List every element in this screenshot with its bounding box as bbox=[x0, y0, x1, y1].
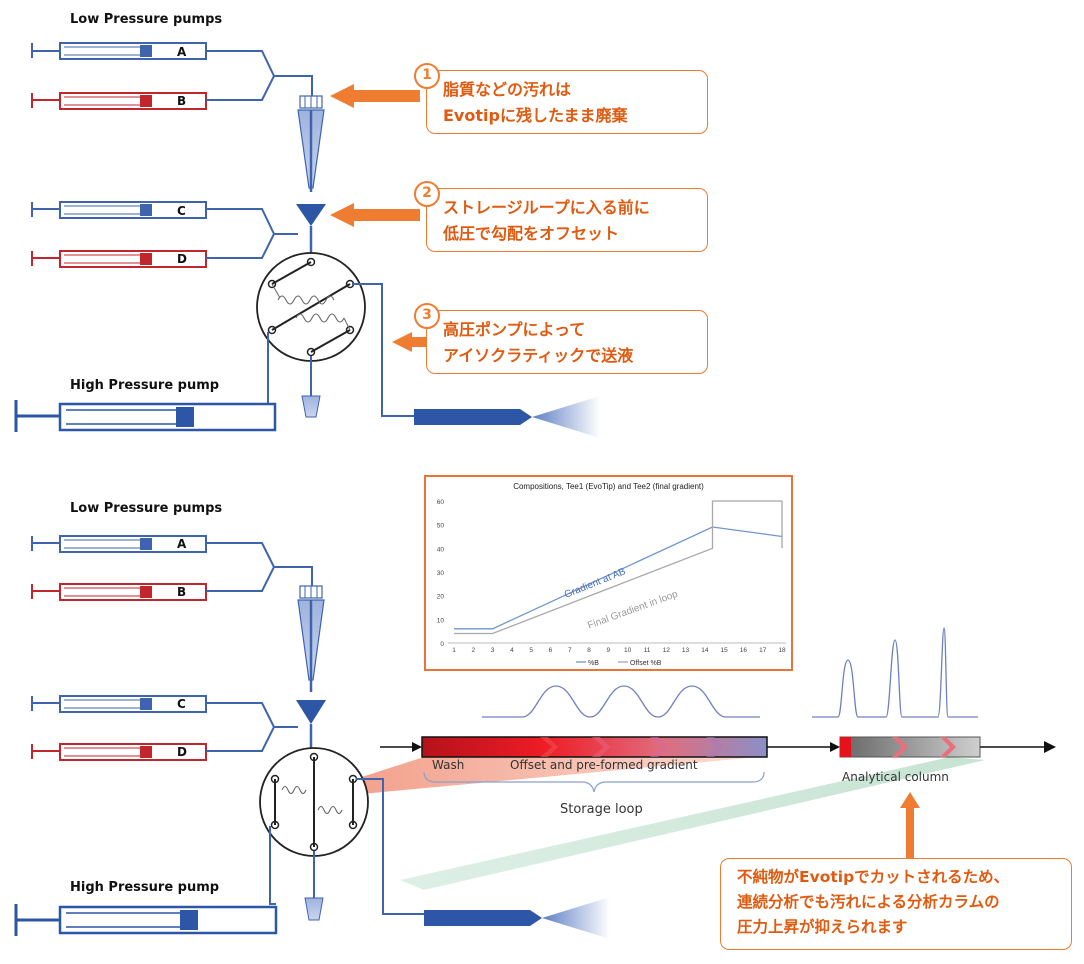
x-tick-label: 12 bbox=[663, 647, 671, 654]
callout-3-line-1: 高圧ポンプによって bbox=[443, 320, 586, 339]
y-tick-label: 50 bbox=[437, 523, 445, 530]
top-panel bbox=[14, 42, 600, 438]
chart-title: Compositions, Tee1 (EvoTip) and Tee2 (fi… bbox=[513, 482, 704, 491]
x-tick-label: 6 bbox=[549, 647, 553, 654]
callout-3-line-2: アイソクラティックで送液 bbox=[443, 346, 634, 365]
series-line-percent-b bbox=[454, 526, 783, 630]
y-tick-label: 10 bbox=[437, 617, 445, 624]
callout-1: 脂質などの汚れは Evotipに残したまま廃棄 bbox=[426, 70, 708, 134]
syringe-c-label-bottom: C bbox=[177, 697, 186, 711]
arrow-1 bbox=[330, 84, 420, 108]
syringe-c-bottom bbox=[31, 695, 207, 713]
legend-label: %B bbox=[588, 660, 599, 667]
syringe-d bbox=[31, 250, 207, 268]
y-tick-label: 0 bbox=[440, 641, 444, 648]
x-tick-label: 18 bbox=[778, 647, 786, 654]
storage-loop-label: Storage loop bbox=[560, 802, 643, 817]
analytical-column-label: Analytical column bbox=[842, 770, 949, 784]
annotation-final-gradient: Final Gradient in loop bbox=[586, 589, 679, 632]
x-tick-label: 15 bbox=[721, 647, 729, 654]
x-tick-label: 10 bbox=[624, 647, 632, 654]
high-pressure-label-bottom: High Pressure pump bbox=[70, 880, 220, 895]
low-pressure-label-bottom: Low Pressure pumps bbox=[70, 501, 223, 516]
x-tick-label: 7 bbox=[568, 647, 572, 654]
high-pressure-label-top: High Pressure pump bbox=[70, 378, 220, 393]
syringe-b-label-bottom: B bbox=[177, 585, 187, 599]
x-tick-label: 5 bbox=[529, 647, 533, 654]
gradient-chart: Compositions, Tee1 (EvoTip) and Tee2 (fi… bbox=[424, 475, 793, 671]
syringe-d-label: D bbox=[177, 252, 187, 266]
evotip-top bbox=[297, 95, 325, 192]
offset-gradient-label: Offset and pre-formed gradient bbox=[510, 758, 698, 772]
callout-3-number: 3 bbox=[414, 303, 440, 329]
syringe-c-label: C bbox=[177, 204, 186, 218]
x-tick-label: 4 bbox=[510, 647, 514, 654]
x-tick-label: 3 bbox=[491, 647, 495, 654]
x-tick-label: 2 bbox=[471, 647, 475, 654]
x-tick-label: 1 bbox=[452, 647, 456, 654]
high-pressure-syringe-bottom bbox=[14, 904, 278, 936]
series-line-offset-percent-b bbox=[454, 500, 783, 635]
storage-loop-brace bbox=[423, 771, 765, 793]
syringe-b bbox=[31, 92, 207, 110]
callout-bottom-line-2: 連続分析でも汚れによる分析カラムの bbox=[737, 893, 1000, 911]
chromatogram-peaks bbox=[812, 627, 978, 718]
syringe-a-bottom bbox=[31, 535, 207, 553]
loop-projection-band bbox=[290, 757, 758, 800]
y-tick-label: 60 bbox=[437, 499, 445, 506]
arrow-2 bbox=[330, 203, 420, 227]
callout-2-line-1: ストレージループに入る前に bbox=[443, 198, 650, 217]
callout-2: ストレージループに入る前に 低圧で勾配をオフセット bbox=[426, 188, 708, 252]
waste-tube-bottom bbox=[304, 897, 324, 921]
y-tick-label: 30 bbox=[437, 570, 445, 577]
column-projection-band bbox=[400, 757, 985, 890]
high-pressure-syringe-top bbox=[14, 400, 277, 432]
x-tick-label: 11 bbox=[644, 647, 651, 654]
wash-label: Wash bbox=[432, 758, 465, 772]
annotation-gradient-at-ab: Gradient at AB bbox=[563, 566, 628, 601]
column-top bbox=[414, 409, 532, 425]
syringe-a-label-bottom: A bbox=[177, 537, 187, 551]
bottom-panel bbox=[14, 535, 1056, 939]
x-tick-label: 16 bbox=[740, 647, 748, 654]
x-tick-label: 9 bbox=[607, 647, 611, 654]
arrow-3 bbox=[392, 332, 426, 352]
x-tick-label: 8 bbox=[587, 647, 591, 654]
callout-1-number: 1 bbox=[414, 63, 440, 89]
low-pressure-label-top: Low Pressure pumps bbox=[70, 12, 223, 27]
spray-top bbox=[532, 396, 600, 438]
spray-bottom bbox=[542, 897, 610, 939]
callout-bottom: 不純物がEvotipでカットされるため、 連続分析でも汚れによる分析カラムの 圧… bbox=[720, 858, 1072, 950]
tee-bottom bbox=[296, 700, 326, 724]
y-tick-label: 40 bbox=[437, 546, 445, 553]
syringe-b-label: B bbox=[177, 94, 187, 108]
column-bottom bbox=[424, 910, 542, 926]
y-tick-label: 20 bbox=[437, 594, 445, 601]
x-tick-label: 14 bbox=[701, 647, 709, 654]
evotip-bottom bbox=[297, 585, 325, 692]
analytical-column-bar bbox=[839, 736, 981, 758]
waste-tube-top bbox=[301, 395, 321, 418]
tee-top bbox=[296, 204, 326, 226]
callout-bottom-line-3: 圧力上昇が抑えられます bbox=[737, 918, 908, 936]
syringe-a-label: A bbox=[177, 45, 187, 59]
callout-2-number: 2 bbox=[414, 181, 440, 207]
callout-2-line-2: 低圧で勾配をオフセット bbox=[443, 224, 620, 243]
loop-gradient-waves bbox=[482, 685, 760, 718]
x-tick-label: 13 bbox=[682, 647, 690, 654]
callout-1-line-1: 脂質などの汚れは bbox=[443, 80, 572, 99]
valve-top bbox=[256, 252, 366, 362]
callout-bottom-line-1: 不純物がEvotipでカットされるため、 bbox=[737, 868, 1010, 886]
callout-3: 高圧ポンプによって アイソクラティックで送液 bbox=[426, 310, 708, 374]
arrow-bottom bbox=[900, 792, 920, 858]
x-tick-label: 17 bbox=[759, 647, 767, 654]
syringe-d-label-bottom: D bbox=[177, 745, 187, 759]
callout-1-line-2: Evotipに残したまま廃棄 bbox=[443, 106, 628, 125]
valve-bottom bbox=[259, 747, 369, 857]
legend-label: Offset %B bbox=[630, 660, 662, 667]
